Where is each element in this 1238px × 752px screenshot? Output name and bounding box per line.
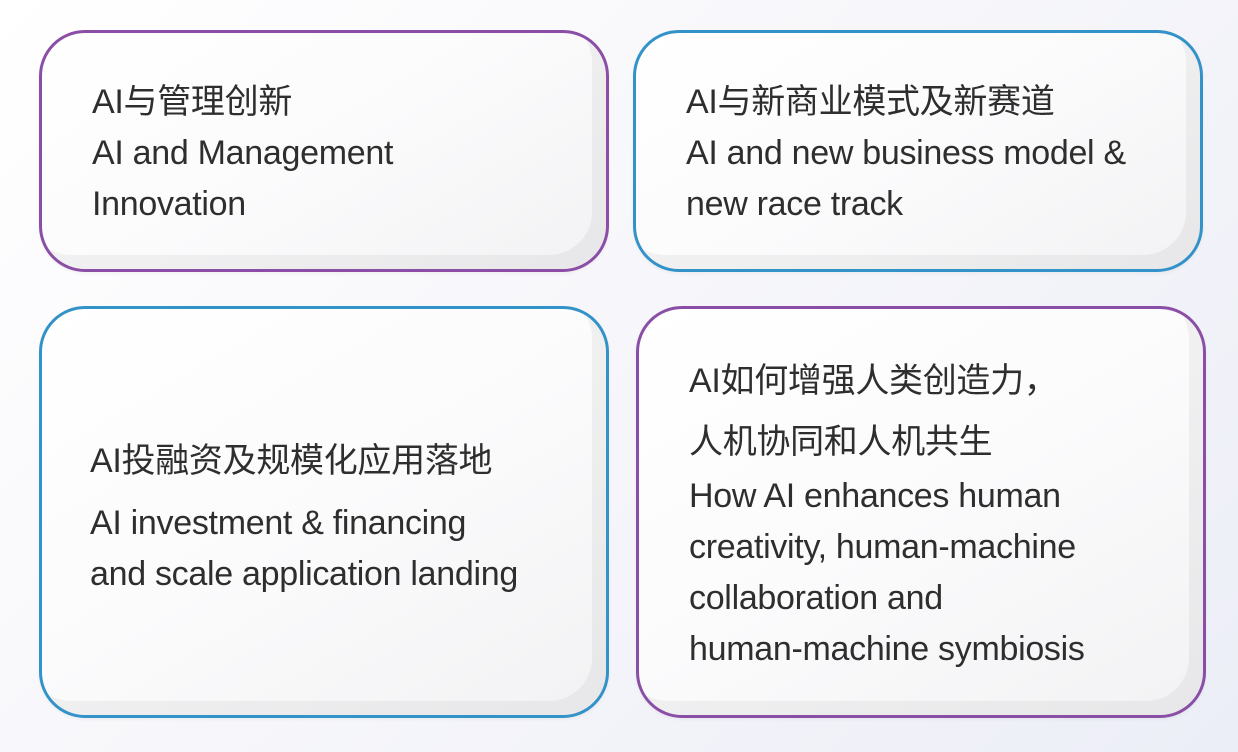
topic-title-en-line: Innovation bbox=[92, 185, 246, 223]
topic-card-text: AI与新商业模式及新赛道 AI and new business model &… bbox=[686, 77, 1126, 230]
topic-card-text: AI与管理创新 AI and Management Innovation bbox=[92, 77, 393, 230]
topic-title-en-line: AI investment & financing bbox=[90, 504, 467, 542]
topic-title-en-line: creativity, human-machine bbox=[689, 528, 1076, 566]
topic-title-zh-line: 人机协同和人机共生 bbox=[689, 423, 993, 461]
topic-card-ai-business-model[interactable]: AI与新商业模式及新赛道 AI and new business model &… bbox=[633, 30, 1203, 272]
topic-title-zh: AI与管理创新 bbox=[92, 83, 293, 121]
topic-title-zh-line: AI如何增强人类创造力， bbox=[689, 362, 1058, 400]
topic-card-ai-investment[interactable]: AI投融资及规模化应用落地 AI investment & financing … bbox=[39, 306, 609, 718]
topic-title-en-line: and scale application landing bbox=[90, 555, 518, 593]
topic-title-zh: AI与新商业模式及新赛道 bbox=[686, 83, 1055, 121]
topic-title-en-line: AI and Management bbox=[92, 134, 394, 172]
topic-card-text: AI如何增强人类创造力， 人机协同和人机共生 How AI enhances h… bbox=[689, 352, 1085, 675]
topic-card-ai-management[interactable]: AI与管理创新 AI and Management Innovation bbox=[39, 30, 609, 272]
topic-title-en-line: collaboration and bbox=[689, 579, 943, 617]
topic-title-en-line: human-machine symbiosis bbox=[689, 630, 1085, 668]
topic-title-zh: AI投融资及规模化应用落地 bbox=[90, 442, 493, 480]
topic-title-en-line: How AI enhances human bbox=[689, 477, 1061, 515]
topic-title-en-line: new race track bbox=[686, 185, 903, 223]
topic-title-en-line: AI and new business model & bbox=[686, 134, 1126, 172]
topic-card-text: AI投融资及规模化应用落地 AI investment & financing … bbox=[90, 436, 518, 600]
topic-card-ai-human-creativity[interactable]: AI如何增强人类创造力， 人机协同和人机共生 How AI enhances h… bbox=[636, 306, 1206, 718]
